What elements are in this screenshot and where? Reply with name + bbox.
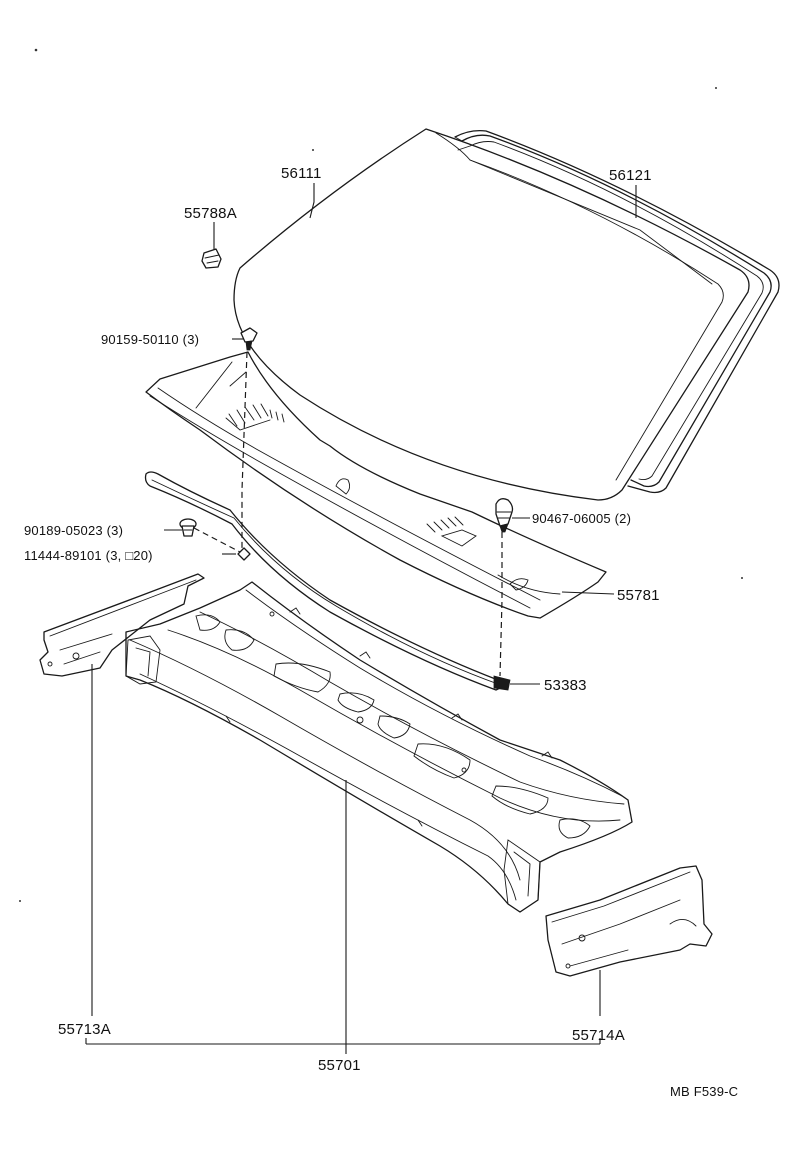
scan-specks: [19, 48, 743, 902]
label-clip-top: 55788A: [184, 205, 237, 222]
label-seal: 53383: [544, 677, 587, 694]
label-side-right: 55714A: [572, 1027, 625, 1044]
label-cowl-louver: 55781: [617, 587, 660, 604]
label-screw-top: 90159-50110 (3): [101, 332, 199, 347]
part-labels: 56111 56121 55788A 90159-50110 (3) 90189…: [24, 165, 738, 1099]
windshield-glass-part: [233, 128, 750, 501]
cowl-louver-part: [145, 351, 607, 619]
cowl-panel-part: [125, 581, 633, 913]
screw-left-part: [179, 518, 197, 537]
leader-lines: [85, 183, 637, 1054]
side-right-part: [545, 865, 713, 977]
windshield-molding-part: [454, 129, 780, 494]
screw-top-part: [240, 327, 258, 351]
label-windshield-glass: 56111: [281, 165, 322, 182]
label-cowl-panel: 55701: [318, 1057, 361, 1074]
side-left-part: [39, 573, 205, 677]
figure-code: MB F539-C: [670, 1084, 738, 1099]
label-side-left: 55713A: [58, 1021, 111, 1038]
label-nut-left: 11444-89101 (3, □20): [24, 548, 153, 563]
label-clip-right: 90467-06005 (2): [532, 511, 631, 526]
seal-part: [144, 471, 511, 691]
clip-right-part: [495, 498, 514, 533]
label-windshield-molding: 56121: [609, 167, 652, 184]
clip-55788a-part: [201, 248, 222, 269]
nut-left-part: [237, 547, 251, 561]
label-screw-left: 90189-05023 (3): [24, 523, 123, 538]
